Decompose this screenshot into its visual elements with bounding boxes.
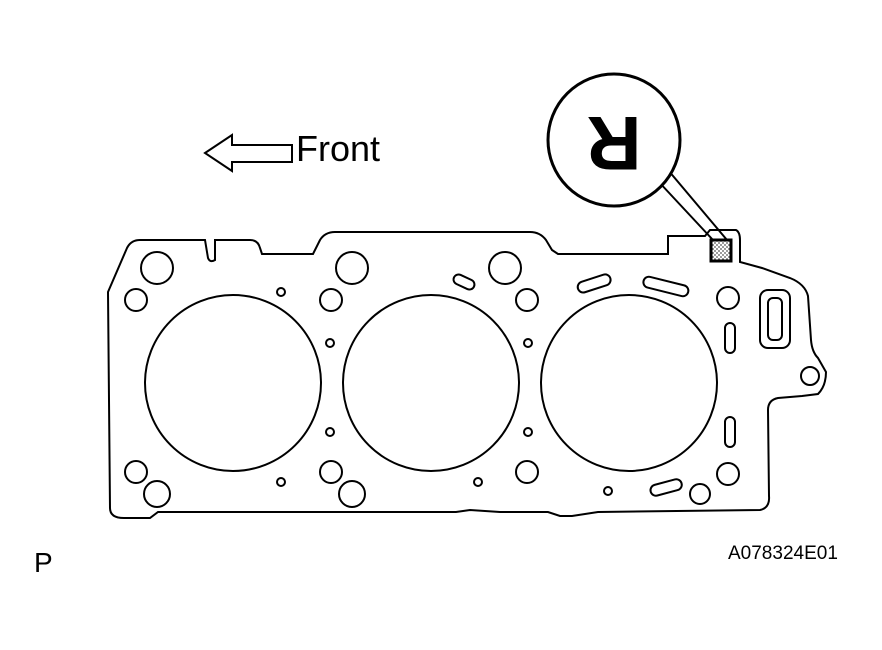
coolant-slot (642, 275, 690, 298)
bolt-hole (143, 480, 171, 508)
small-hole (523, 427, 533, 437)
cylinder-bore-3 (540, 294, 718, 472)
small-hole (473, 477, 483, 487)
bolt-hole (335, 251, 369, 285)
small-hole (325, 338, 335, 348)
small-hole (603, 486, 613, 496)
coolant-slot (649, 478, 683, 497)
bolt-hole (319, 288, 343, 312)
bolt-hole (488, 251, 522, 285)
coolant-slot (724, 416, 736, 448)
bolt-hole (124, 460, 148, 484)
front-label: Front (296, 128, 381, 169)
gasket-holes (124, 251, 820, 508)
bolt-hole (338, 480, 366, 508)
bolt-hole (716, 286, 740, 310)
callout-mark-letter: R (586, 100, 642, 185)
small-hole (325, 427, 335, 437)
bolt-hole (716, 462, 740, 486)
small-hole (276, 477, 286, 487)
cylinder-bore-2 (342, 294, 520, 472)
coolant-slot (576, 273, 612, 294)
identification-mark (709, 238, 733, 263)
bolt-hole (515, 288, 539, 312)
small-hole (276, 287, 286, 297)
cylinder-bore-1 (144, 294, 322, 472)
bolt-hole (140, 251, 174, 285)
small-hole (523, 338, 533, 348)
figure-code: A078324E01 (728, 543, 838, 564)
callout-bubble (546, 72, 682, 208)
coolant-slot (767, 297, 783, 341)
bolt-hole (515, 460, 539, 484)
bolt-hole (319, 460, 343, 484)
left-arrow-icon (203, 133, 293, 173)
coolant-slots (452, 273, 791, 497)
bolt-hole (800, 366, 820, 386)
gasket-outline (106, 229, 828, 519)
bolt-hole (689, 483, 711, 505)
page-letter: P (34, 547, 53, 578)
bolt-hole (124, 288, 148, 312)
coolant-slot (452, 273, 476, 291)
callout-leader (657, 169, 728, 241)
coolant-slot (759, 289, 791, 349)
coolant-slot (724, 322, 736, 354)
